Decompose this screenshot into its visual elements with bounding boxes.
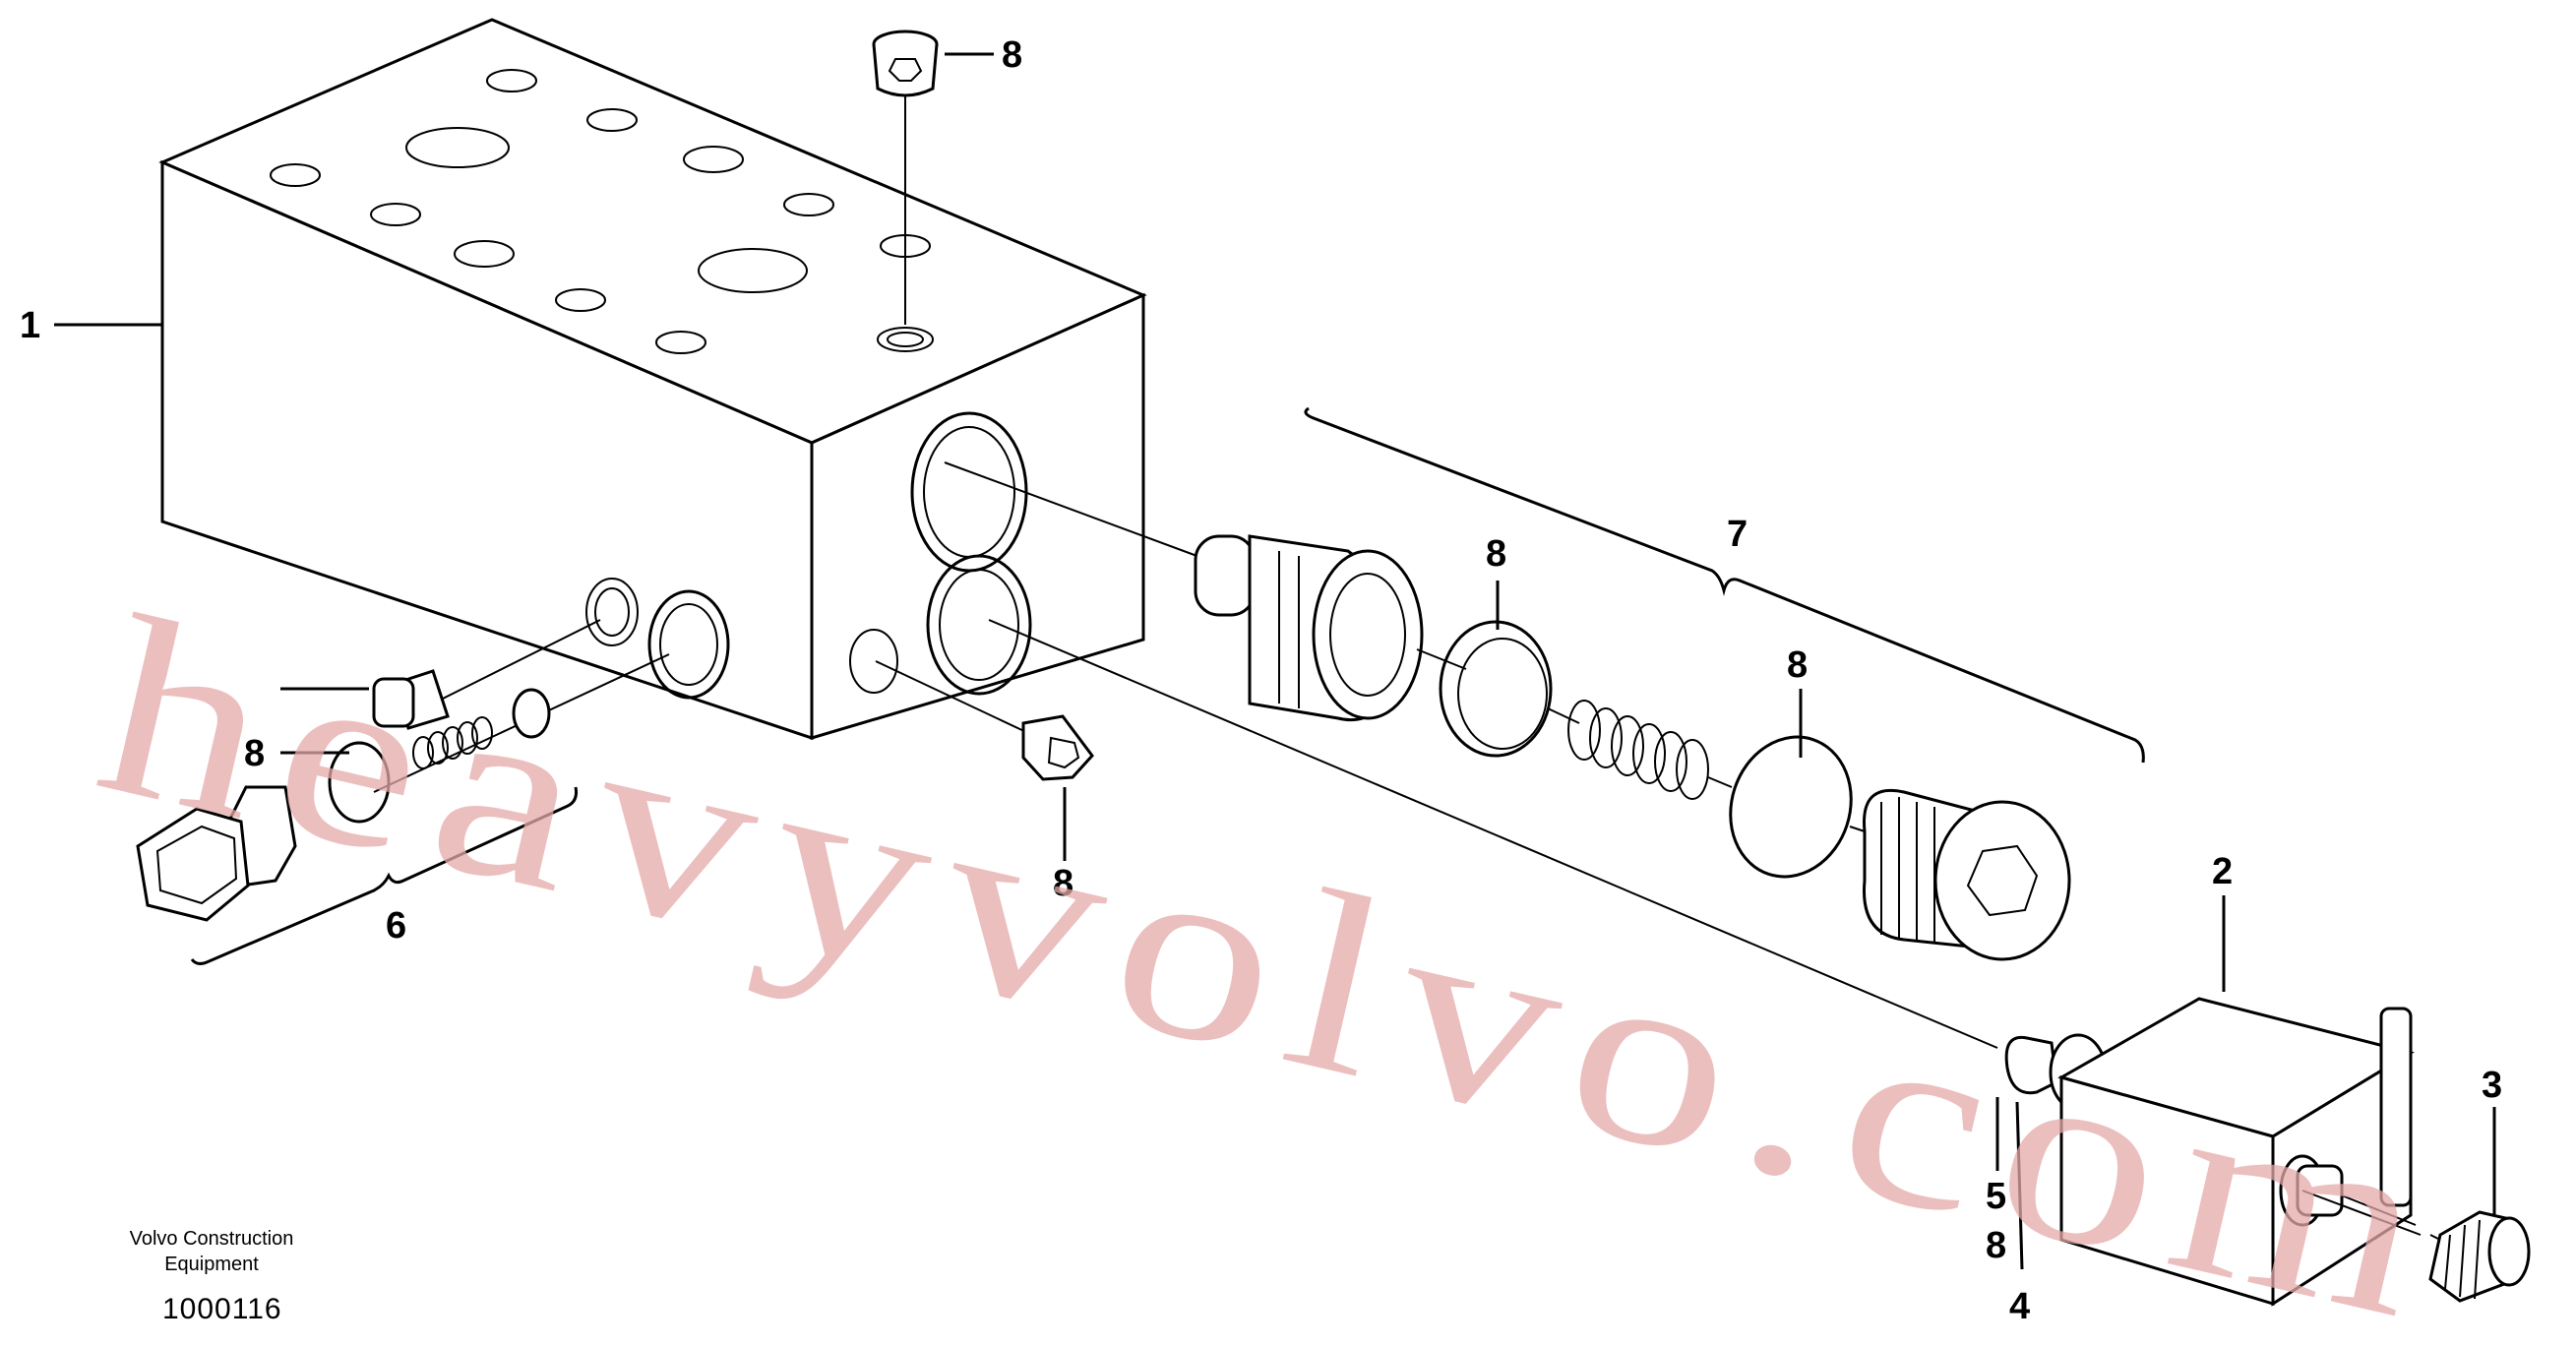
small-spring [412,716,493,769]
part-number: 1000116 [162,1293,282,1325]
leader-lines [54,52,2496,1270]
valve-block [158,18,1147,741]
callout-8-plug: 8 [1053,863,1073,904]
callout-7: 7 [1727,514,1748,555]
callout-8-left: 8 [244,733,265,774]
callout-8-oring: 8 [1787,644,1808,686]
callout-5: 5 [1986,1176,2006,1217]
callout-8-seal: 8 [1486,533,1506,575]
side-plug [875,660,1094,781]
relief-valve-set [136,619,670,965]
manufacturer-line-2: Equipment [164,1254,259,1275]
solenoid-block [988,619,2422,1307]
callout-2: 2 [2212,851,2233,892]
callout-6: 6 [386,905,406,947]
callout-1: 1 [20,305,40,346]
knob [2428,1210,2531,1303]
callout-8-top: 8 [1002,34,1022,76]
callout-3: 3 [2482,1065,2502,1106]
spring [1567,700,1709,800]
top-plug [872,30,939,325]
cartridge-assembly [944,406,2145,961]
callout-4: 4 [2009,1286,2030,1327]
manufacturer-line-1: Volvo Construction [130,1228,294,1250]
callout-8-small: 8 [1986,1225,2006,1266]
